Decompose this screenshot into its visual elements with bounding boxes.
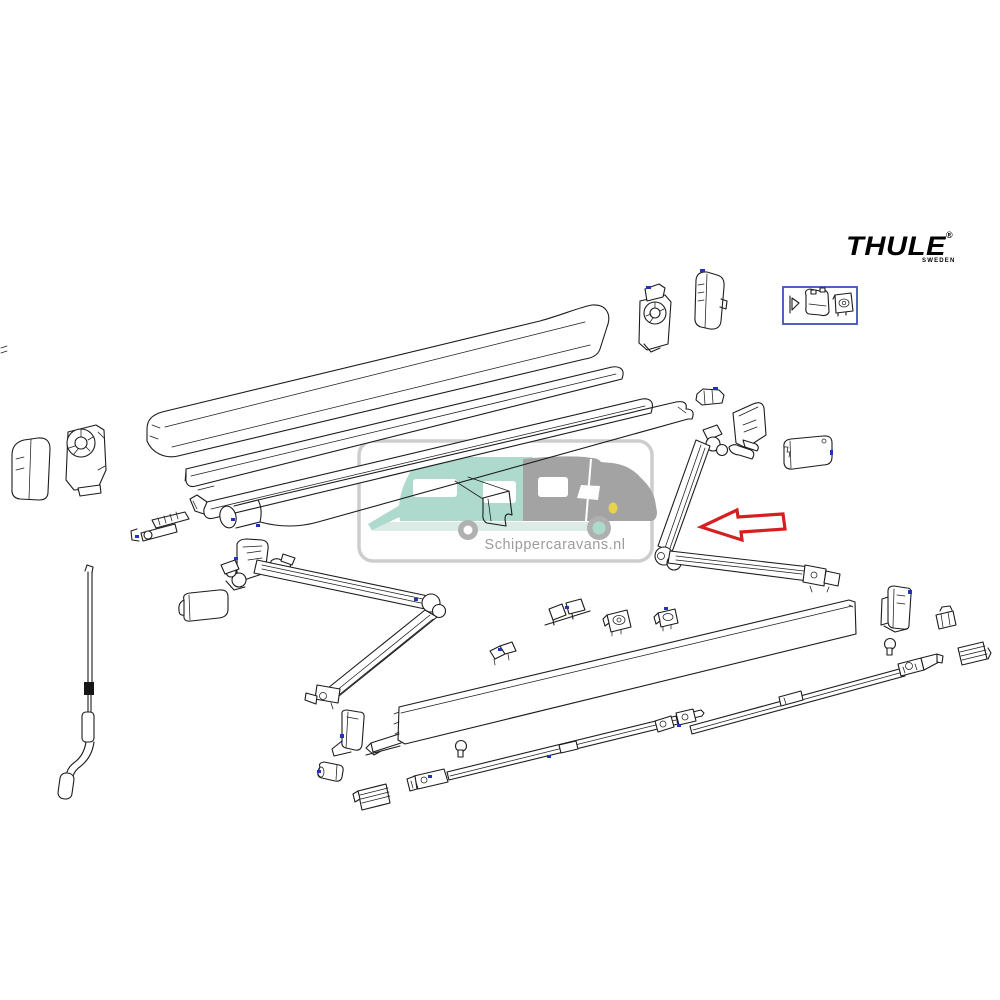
watermark: Schippercaravans.nl xyxy=(357,439,657,563)
fabric-clamp-glyph xyxy=(832,292,854,317)
roller-tube xyxy=(219,499,262,529)
lead-rail-profile xyxy=(189,398,653,520)
end-cap-left xyxy=(11,437,51,501)
arm-cover-left xyxy=(178,589,229,622)
caravan-door xyxy=(483,481,516,503)
arm-cover-right xyxy=(783,435,833,470)
cylinder-coupler xyxy=(317,761,344,782)
left-arrow-icon xyxy=(696,507,787,543)
spring-arm-right xyxy=(654,402,841,593)
gear-drive-right xyxy=(638,283,672,353)
fabric-clamp-1 xyxy=(602,609,632,637)
case-bottom-profile xyxy=(184,366,624,491)
exploded-diagram xyxy=(0,269,992,811)
thule-logo: THULE ® SWEDEN xyxy=(846,230,956,264)
corner-bracket xyxy=(489,641,517,666)
wall-bracket xyxy=(880,585,912,633)
drive-spindle xyxy=(130,511,190,542)
bracket-pair xyxy=(544,598,591,626)
brand-subtext: SWEDEN xyxy=(922,258,956,264)
brand-wordmark: THULE xyxy=(846,231,947,261)
registered-mark: ® xyxy=(946,230,953,240)
front-rail xyxy=(365,599,857,756)
fixing-block xyxy=(935,605,957,630)
spring-arm-left xyxy=(220,538,447,710)
crank-handle xyxy=(57,564,95,800)
gear-drive-left xyxy=(65,424,107,497)
watermark-text: Schippercaravans.nl xyxy=(485,537,626,553)
wheel-left-hub xyxy=(463,525,473,535)
edge-mark xyxy=(0,345,8,354)
caravan-window xyxy=(413,479,457,497)
end-cap-right xyxy=(694,271,728,330)
push-knob-right xyxy=(883,637,897,656)
selection-box-border xyxy=(782,286,858,325)
support-leg-right xyxy=(654,653,944,735)
awning-fabric xyxy=(257,401,694,527)
case-top-profile xyxy=(146,304,610,458)
van-side-window xyxy=(538,477,568,497)
push-knob-left xyxy=(454,739,468,758)
fabric-clamp-2 xyxy=(653,608,679,632)
highlight-arrow xyxy=(696,507,787,543)
mounting-clamp-top xyxy=(695,388,725,406)
ribbed-end-right xyxy=(957,641,992,666)
arm-cover-shell-glyph xyxy=(804,287,830,317)
ribbed-end-left xyxy=(352,783,391,811)
van-door-line xyxy=(585,458,592,522)
wheel-right-hub xyxy=(592,521,606,535)
headlight xyxy=(608,502,618,514)
end-bracket xyxy=(331,709,365,757)
selection-box xyxy=(782,286,858,325)
accent-marks xyxy=(135,269,912,778)
fabric-valance xyxy=(454,476,513,527)
watermark-shadow xyxy=(370,522,600,531)
pointer-glyph xyxy=(789,295,800,314)
